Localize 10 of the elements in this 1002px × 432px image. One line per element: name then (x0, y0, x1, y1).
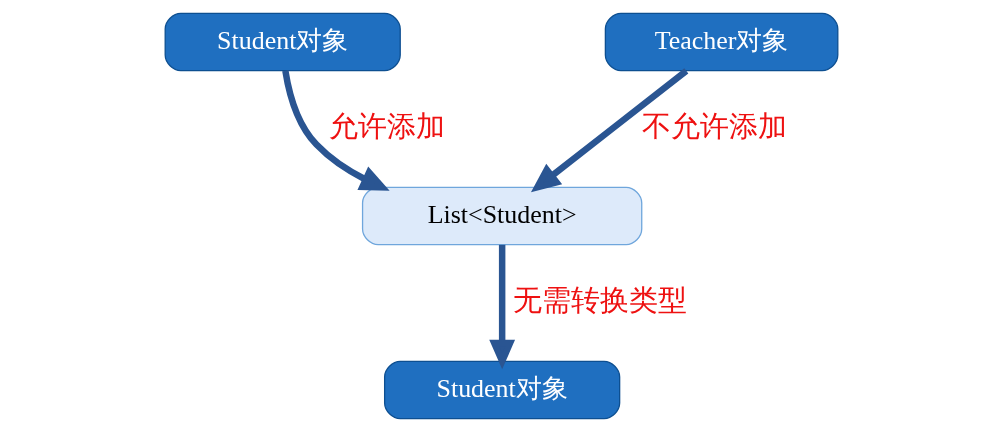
arrow (488, 244, 515, 370)
arrow (281, 70, 390, 191)
edge-label: 无需转换类型 (512, 283, 687, 318)
node-box: List<Student> (361, 186, 642, 246)
node-box: Teacher对象 (604, 12, 838, 72)
edge-label: 允许添加 (328, 109, 445, 144)
edge-label: 不允许添加 (641, 109, 787, 144)
node-box: Student对象 (383, 360, 620, 420)
node-box: Student对象 (164, 12, 401, 72)
arrow (530, 68, 688, 193)
